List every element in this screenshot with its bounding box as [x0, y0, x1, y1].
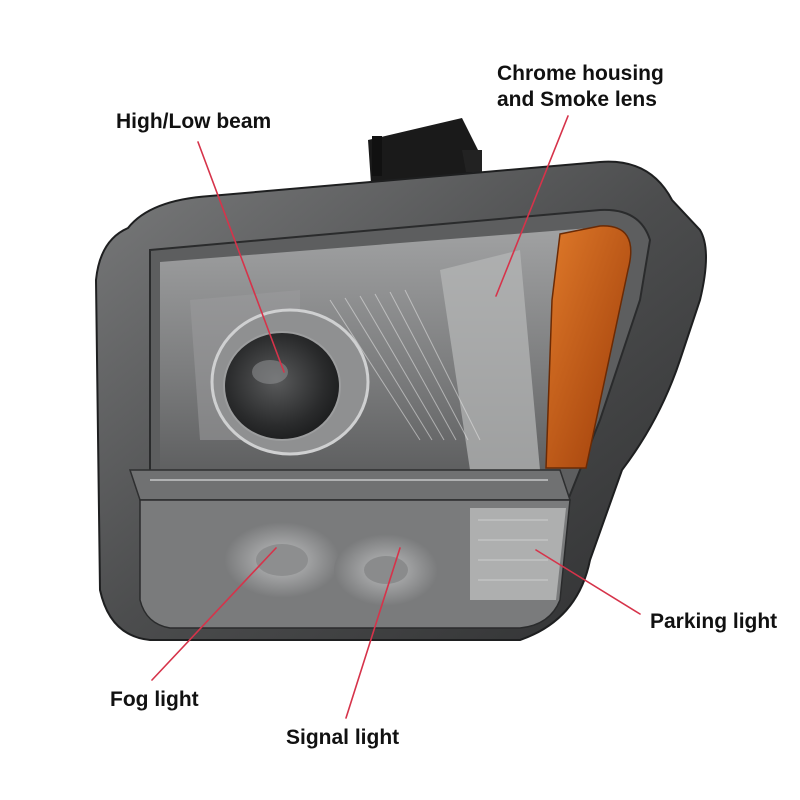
label-chrome-housing-line2: and Smoke lens [497, 88, 657, 111]
label-high-low-beam: High/Low beam [116, 110, 271, 133]
leader-chrome-housing [495, 115, 569, 297]
label-signal-light: Signal light [286, 726, 399, 749]
amber-reflector-icon [545, 225, 632, 469]
leader-high-low-beam [197, 141, 285, 373]
leader-signal-light [345, 547, 401, 719]
label-chrome-housing-line1: Chrome housing [497, 62, 664, 85]
lower-lamp-section-icon [139, 499, 571, 629]
leader-lines [151, 115, 641, 719]
label-parking-light: Parking light [650, 610, 777, 633]
light-bar-icon [128, 469, 572, 501]
projector-lens-icon [210, 308, 370, 456]
label-fog-light: Fog light [110, 688, 199, 711]
leader-parking-light [535, 549, 641, 615]
leader-fog-light [151, 547, 277, 681]
